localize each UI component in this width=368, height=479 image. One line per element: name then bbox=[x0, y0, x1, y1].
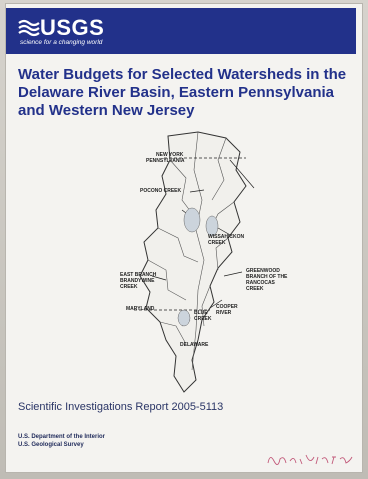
map-label-pocono-creek: POCONO CREEK bbox=[140, 188, 182, 194]
report-series-number: Scientific Investigations Report 2005-51… bbox=[18, 401, 224, 413]
map-label-new-york: NEW YORK bbox=[156, 152, 184, 158]
usgs-banner: USGS science for a changing world bbox=[6, 8, 356, 54]
report-cover: USGS science for a changing world Water … bbox=[6, 4, 362, 472]
map-label-wissahickon-creek: WISSAHICKON CREEK bbox=[208, 234, 245, 246]
usgs-tagline: science for a changing world bbox=[20, 39, 103, 46]
map-label-pennsylvania: PENNSYLVANIA bbox=[146, 158, 185, 164]
watershed-map: NEW YORK PENNSYLVANIA POCONO CREEK WISSA… bbox=[106, 130, 306, 395]
map-label-delaware: DELAWARE bbox=[180, 342, 209, 348]
map-label-blue-creek: BLUE CREEK bbox=[194, 310, 212, 322]
usgs-logo: USGS science for a changing world bbox=[18, 15, 128, 51]
agency-survey: U.S. Geological Survey bbox=[18, 442, 84, 448]
usgs-wordmark: USGS bbox=[40, 15, 105, 40]
map-label-cooper-river: COOPER RIVER bbox=[216, 304, 238, 316]
agency-department: U.S. Department of the Interior bbox=[18, 434, 106, 440]
map-label-maryland: MARYLAND bbox=[126, 306, 155, 312]
report-title: Water Budgets for Selected Watersheds in… bbox=[18, 66, 347, 119]
delaware-basin-outline bbox=[134, 131, 255, 393]
map-label-brandywine-creek: EAST BRANCH BRANDYWINE CREEK bbox=[120, 272, 157, 290]
map-label-rancocas-creek: GREENWOOD BRANCH OF THE RANCOCAS CREEK bbox=[246, 268, 288, 292]
handwritten-signature bbox=[267, 454, 353, 465]
usgs-waves-icon bbox=[18, 19, 40, 37]
